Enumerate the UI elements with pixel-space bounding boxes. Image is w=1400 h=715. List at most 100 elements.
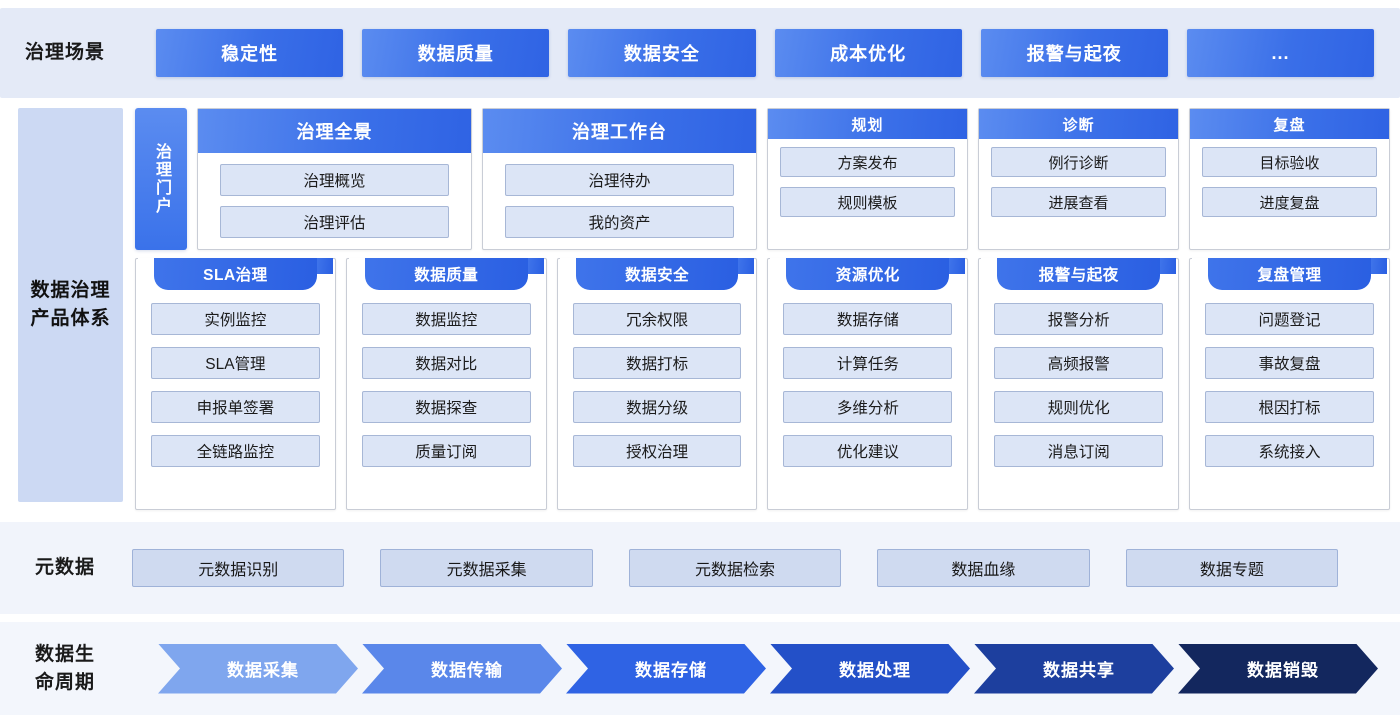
governance-scenarios-row: 治理场景 稳定性 数据质量 数据安全 成本优化 报警与起夜 ... [0, 8, 1400, 98]
column-title-text: SLA治理 [203, 267, 268, 284]
scenario-button[interactable]: 数据安全 [568, 29, 756, 77]
column-item[interactable]: 系统接入 [1205, 435, 1374, 467]
card-governance-overview: 治理全景 治理概览 治理评估 [197, 108, 472, 250]
metadata-item[interactable]: 元数据检索 [628, 549, 842, 587]
column-title: 数据安全 [559, 258, 755, 290]
lifecycle-stage[interactable]: 数据传输 [362, 644, 562, 694]
column-item[interactable]: 数据分级 [572, 391, 742, 423]
lifecycle-stage-label: 数据处理 [839, 661, 911, 680]
column-item[interactable]: 根因打标 [1205, 391, 1374, 423]
column-item[interactable]: 优化建议 [783, 435, 953, 467]
scenario-button[interactable]: 数据质量 [362, 29, 550, 77]
card-items: 例行诊断 进展查看 [979, 139, 1178, 249]
ribbon-notch-right-icon [949, 258, 966, 275]
column-item[interactable]: 多维分析 [783, 391, 953, 423]
column-item[interactable]: 报警分析 [994, 303, 1164, 335]
column-item[interactable]: 实例监控 [151, 303, 320, 335]
card-title: 治理全景 [198, 109, 471, 153]
lifecycle-stage-label: 数据存储 [635, 661, 707, 680]
column-item[interactable]: 数据打标 [572, 347, 742, 379]
product-system-content: 治理门户 治理全景 治理概览 治理评估 治理工作台 治理待办 我的资产 [123, 108, 1400, 510]
card-item[interactable]: 我的资产 [505, 206, 734, 238]
lifecycle-stage-label: 数据传输 [431, 661, 503, 680]
card-planning: 规划 方案发布 规则模板 [767, 108, 968, 250]
scenario-button[interactable]: 成本优化 [774, 29, 962, 77]
lifecycle-stage[interactable]: 数据销毁 [1178, 644, 1378, 694]
lifecycle-stage-label: 数据销毁 [1247, 661, 1319, 680]
column-item[interactable]: 数据探查 [361, 391, 531, 423]
data-lifecycle-label-line1: 数据生 [34, 643, 95, 665]
card-title: 治理工作台 [483, 109, 756, 153]
column-title-text: 复盘管理 [1257, 267, 1322, 284]
ribbon-notch-right-icon [1370, 258, 1387, 275]
ribbon-notch-right-icon [1160, 258, 1177, 275]
data-lifecycle-label-line2: 命周期 [34, 671, 95, 693]
column-item[interactable]: SLA管理 [151, 347, 320, 379]
card-items: 方案发布 规则模板 [768, 139, 967, 249]
metadata-item[interactable]: 元数据采集 [380, 549, 593, 587]
column-item[interactable]: 数据存储 [783, 303, 953, 335]
column-title: SLA治理 [138, 258, 333, 290]
card-item[interactable]: 方案发布 [780, 147, 955, 177]
data-lifecycle-stages: 数据采集 数据传输 数据存储 数据处理 数据共享 数据销毁 [130, 622, 1400, 715]
column-item[interactable]: 数据监控 [361, 303, 531, 335]
card-item[interactable]: 进展查看 [991, 187, 1166, 217]
card-review: 复盘 目标验收 进度复盘 [1189, 108, 1390, 250]
column-data-security: 数据安全 冗余权限 数据打标 数据分级 授权治理 [556, 258, 758, 510]
product-capability-columns: SLA治理 实例监控 SLA管理 申报单签署 全链路监控 数据质量 数据监控 数… [135, 258, 1390, 510]
card-item[interactable]: 例行诊断 [991, 147, 1166, 177]
column-title: 报警与起夜 [981, 258, 1177, 290]
governance-portal-tab[interactable]: 治理门户 [135, 108, 187, 250]
lifecycle-stage[interactable]: 数据共享 [974, 644, 1174, 694]
lifecycle-stage-label: 数据采集 [227, 661, 299, 680]
card-title: 复盘 [1190, 109, 1389, 139]
lifecycle-stage[interactable]: 数据存储 [566, 644, 766, 694]
scenario-more-button[interactable]: ... [1186, 29, 1375, 77]
card-item[interactable]: 目标验收 [1202, 147, 1377, 177]
column-item[interactable]: 问题登记 [1205, 303, 1374, 335]
metadata-item[interactable]: 数据血缘 [877, 549, 1090, 587]
ribbon-notch-left-icon [1192, 258, 1209, 275]
product-system-label-line1: 数据治理 [30, 280, 111, 302]
ribbon-notch-right-icon [738, 258, 755, 275]
column-title-text: 资源优化 [835, 267, 900, 284]
column-item[interactable]: 申报单签署 [151, 391, 320, 423]
column-review-management: 复盘管理 问题登记 事故复盘 根因打标 系统接入 [1189, 258, 1390, 510]
column-item[interactable]: 数据对比 [361, 347, 531, 379]
product-system-label: 数据治理 产品体系 [18, 108, 123, 502]
column-item[interactable]: 高频报警 [994, 347, 1164, 379]
card-item[interactable]: 规则模板 [780, 187, 955, 217]
product-system-row: 数据治理 产品体系 治理门户 治理全景 治理概览 治理评估 治理工作台 [0, 108, 1400, 510]
column-item[interactable]: 计算任务 [783, 347, 953, 379]
ribbon-notch-left-icon [981, 258, 998, 275]
card-item[interactable]: 治理评估 [220, 206, 449, 238]
scenario-button[interactable]: 稳定性 [156, 29, 344, 77]
column-item[interactable]: 消息订阅 [994, 435, 1164, 467]
column-resource-optimization: 资源优化 数据存储 计算任务 多维分析 优化建议 [767, 258, 969, 510]
card-item[interactable]: 进度复盘 [1202, 187, 1377, 217]
ribbon-notch-left-icon [770, 258, 787, 275]
card-items: 治理待办 我的资产 [483, 153, 756, 249]
metadata-item[interactable]: 元数据识别 [132, 549, 345, 587]
column-alerting: 报警与起夜 报警分析 高频报警 规则优化 消息订阅 [978, 258, 1180, 510]
scenario-button[interactable]: 报警与起夜 [980, 29, 1168, 77]
lifecycle-stage[interactable]: 数据采集 [158, 644, 358, 694]
card-item[interactable]: 治理概览 [220, 164, 449, 196]
card-items: 治理概览 治理评估 [198, 153, 471, 249]
column-item[interactable]: 规则优化 [994, 391, 1164, 423]
card-items: 目标验收 进度复盘 [1190, 139, 1389, 249]
column-item[interactable]: 质量订阅 [361, 435, 531, 467]
column-item[interactable]: 授权治理 [572, 435, 742, 467]
column-item[interactable]: 冗余权限 [572, 303, 742, 335]
card-item[interactable]: 治理待办 [505, 164, 734, 196]
lifecycle-stage[interactable]: 数据处理 [770, 644, 970, 694]
ribbon-notch-left-icon [348, 258, 365, 275]
metadata-item[interactable]: 数据专题 [1125, 549, 1339, 587]
metadata-row: 元数据 元数据识别 元数据采集 元数据检索 数据血缘 数据专题 [0, 522, 1400, 614]
column-item[interactable]: 事故复盘 [1205, 347, 1374, 379]
column-sla-governance: SLA治理 实例监控 SLA管理 申报单签署 全链路监控 [135, 258, 336, 510]
column-title: 资源优化 [770, 258, 966, 290]
lifecycle-stage-label: 数据共享 [1043, 661, 1115, 680]
column-item[interactable]: 全链路监控 [151, 435, 320, 467]
